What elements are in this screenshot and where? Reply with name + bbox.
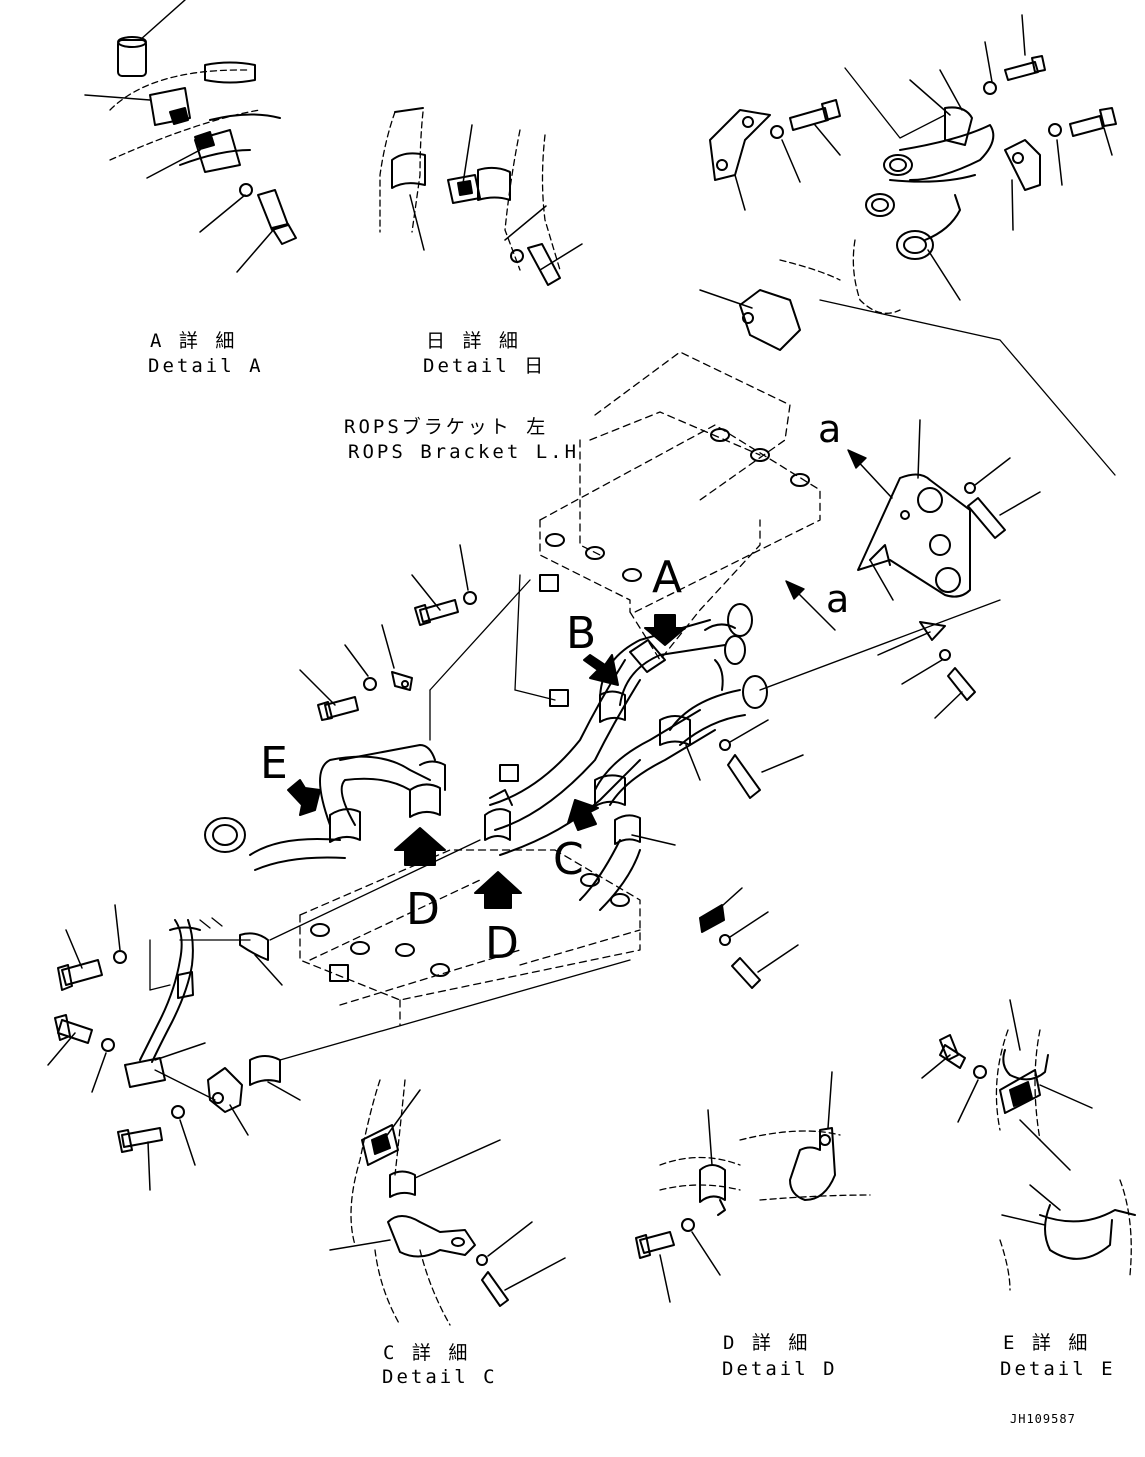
detail-a-drawing	[84, 0, 297, 273]
rops-plate-right	[857, 419, 1041, 601]
detail-a-label-en: Detail A	[148, 355, 264, 377]
left-bottom-assembly	[47, 904, 301, 1191]
rops-bracket-label-en: ROPS Bracket L.H	[348, 441, 580, 463]
marker-small-a-top: a	[818, 407, 842, 451]
detail-e-label-en: Detail E	[1000, 1358, 1116, 1380]
rops-top-assembly	[699, 14, 1117, 476]
detail-b-label-en: Detail 日	[423, 355, 547, 377]
drawing-number: JH109587	[1010, 1412, 1076, 1426]
detail-e-label-jp: E 詳 細	[1003, 1332, 1091, 1354]
a-arrow-lines	[785, 449, 893, 631]
detail-b-label-jp: 日 詳 細	[426, 330, 521, 352]
marker-c: C	[553, 834, 584, 885]
detail-e-drawing	[921, 999, 1136, 1291]
marker-small-a-bottom: a	[826, 577, 850, 621]
reference-lines	[149, 574, 1001, 1101]
marker-a: A	[652, 552, 683, 603]
hydraulic-hoses	[204, 603, 768, 911]
detail-a-label-jp: A 詳 細	[150, 330, 238, 352]
marker-b: B	[566, 608, 597, 659]
detail-c-label-jp: C 詳 細	[383, 1342, 471, 1364]
rops-bracket-label-jp: ROPSブラケット 左	[344, 416, 549, 438]
marker-e: E	[260, 738, 288, 789]
plate-holes	[310, 428, 810, 982]
marker-d-right: D	[485, 918, 519, 969]
rops-bracket-body	[299, 351, 821, 1026]
detail-c-drawing	[329, 1079, 566, 1326]
detail-d-label-jp: D 詳 細	[723, 1332, 811, 1354]
detail-d-drawing	[635, 1071, 871, 1303]
detail-c-label-en: Detail C	[382, 1366, 498, 1388]
center-fasteners	[299, 544, 976, 989]
arrow-markers	[287, 614, 686, 909]
marker-d-left: D	[406, 884, 440, 935]
detail-d-label-en: Detail D	[722, 1358, 838, 1380]
detail-b-drawing	[379, 107, 583, 286]
